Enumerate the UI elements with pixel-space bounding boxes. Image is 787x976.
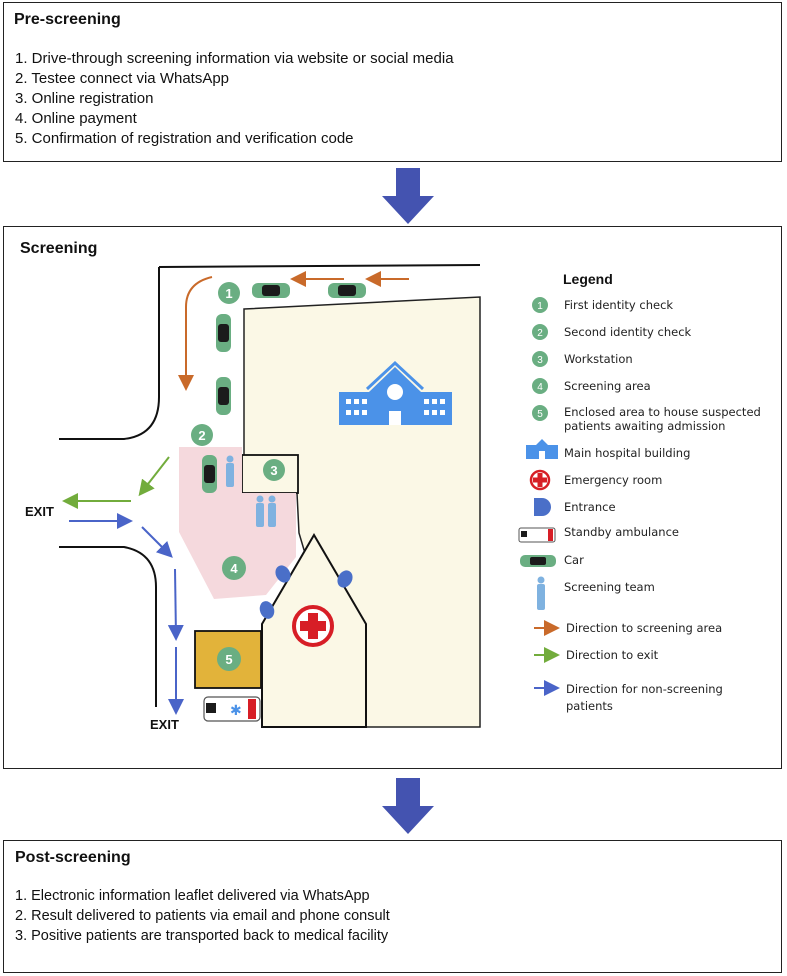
ambulance-legend-icon bbox=[518, 527, 556, 543]
legend-item: Direction for non-screening bbox=[566, 682, 723, 696]
road-edge-bottom bbox=[59, 546, 157, 707]
post-screening-box: Post-screening 1. Electronic information… bbox=[3, 840, 782, 973]
legend-item: Main hospital building bbox=[564, 446, 690, 460]
marker-5: 5 bbox=[217, 647, 241, 671]
green-arrow bbox=[138, 456, 170, 497]
car bbox=[252, 283, 290, 298]
marker-2: 2 bbox=[191, 424, 213, 446]
entrance bbox=[259, 601, 275, 619]
marker-4: 4 bbox=[222, 556, 246, 580]
pre-step: 3. Online registration bbox=[15, 90, 154, 107]
post-screening-title: Post-screening bbox=[15, 849, 131, 866]
legend-item: patients bbox=[566, 699, 613, 713]
screening-box: Screening bbox=[3, 226, 782, 769]
legend-item: Entrance bbox=[564, 500, 616, 514]
legend-item: Direction to screening area bbox=[566, 621, 722, 635]
blue-arrow bbox=[141, 526, 173, 558]
post-screening-steps: 1. Electronic information leaflet delive… bbox=[15, 886, 390, 946]
enclosed-area bbox=[194, 630, 262, 689]
legend-item: Standby ambulance bbox=[564, 525, 679, 539]
pre-step: 5. Confirmation of registration and veri… bbox=[15, 130, 354, 147]
svg-text:2: 2 bbox=[198, 428, 205, 443]
screening-team bbox=[226, 455, 234, 487]
exit-label-left: EXIT bbox=[25, 504, 54, 519]
legend-item: Direction to exit bbox=[566, 648, 659, 662]
post-step: 2. Result delivered to patients via emai… bbox=[15, 908, 390, 924]
screening-team bbox=[256, 495, 264, 527]
car bbox=[216, 314, 231, 352]
svg-text:3: 3 bbox=[270, 463, 277, 478]
svg-text:1: 1 bbox=[537, 301, 543, 312]
svg-text:5: 5 bbox=[225, 652, 232, 667]
pre-step: 2. Testee connect via WhatsApp bbox=[15, 70, 230, 87]
legend-item: First identity check bbox=[564, 298, 673, 312]
flow-arrow-down-1 bbox=[382, 168, 434, 224]
orange-arrow bbox=[178, 276, 213, 391]
entrance bbox=[337, 570, 353, 588]
svg-text:4: 4 bbox=[230, 561, 238, 576]
post-step: 1. Electronic information leaflet delive… bbox=[15, 888, 370, 904]
screening-team-legend-icon bbox=[537, 576, 545, 610]
pre-screening-box: Pre-screening 1. Drive-through screening… bbox=[3, 2, 782, 162]
pre-step: 1. Drive-through screening information v… bbox=[15, 50, 454, 67]
entrance bbox=[275, 565, 291, 583]
legend: Legend 1 First identity check 2 Second i… bbox=[518, 271, 761, 713]
legend-item: patients awaiting admission bbox=[564, 419, 725, 433]
blue-arrow bbox=[167, 568, 184, 641]
legend-item: Screening team bbox=[564, 580, 655, 594]
legend-item: Car bbox=[564, 553, 584, 567]
hospital-building-icon bbox=[339, 360, 452, 425]
screening-team bbox=[268, 495, 276, 527]
hospital-legend-icon bbox=[526, 439, 558, 459]
svg-text:4: 4 bbox=[537, 382, 543, 393]
flow-arrow-down-2 bbox=[382, 778, 434, 834]
svg-text:✱: ✱ bbox=[230, 702, 242, 718]
screening-title: Screening bbox=[20, 240, 98, 257]
entrance-legend-icon bbox=[534, 498, 551, 516]
standby-ambulance: ✱ bbox=[203, 696, 261, 722]
marker-1: 1 bbox=[218, 282, 240, 304]
car-legend-icon bbox=[520, 555, 556, 567]
marker-3: 3 bbox=[263, 459, 285, 481]
road-edge-top-horizontal bbox=[158, 264, 481, 268]
site-map: ✱ 1 2 3 4 5 EXIT EXIT Legend 1 First ide… bbox=[25, 264, 761, 732]
legend-item: Second identity check bbox=[564, 325, 692, 339]
emergency-legend-icon bbox=[529, 469, 551, 491]
legend-title: Legend bbox=[563, 271, 613, 287]
car bbox=[202, 455, 217, 493]
svg-text:3: 3 bbox=[537, 355, 543, 366]
legend-item: Emergency room bbox=[564, 473, 662, 487]
svg-text:2: 2 bbox=[537, 328, 543, 339]
pre-step: 4. Online payment bbox=[15, 110, 137, 127]
legend-item: Enclosed area to house suspected bbox=[564, 405, 761, 419]
post-step: 3. Positive patients are transported bac… bbox=[15, 928, 389, 944]
car bbox=[216, 377, 231, 415]
svg-text:5: 5 bbox=[537, 409, 543, 420]
legend-item: Workstation bbox=[564, 352, 633, 366]
legend-item: Screening area bbox=[564, 379, 651, 393]
pre-screening-title: Pre-screening bbox=[14, 11, 121, 28]
road-edge-top bbox=[59, 267, 160, 440]
exit-label-bottom: EXIT bbox=[150, 717, 179, 732]
car bbox=[328, 283, 366, 298]
pre-screening-steps: 1. Drive-through screening information v… bbox=[15, 49, 454, 149]
svg-text:1: 1 bbox=[225, 286, 232, 301]
